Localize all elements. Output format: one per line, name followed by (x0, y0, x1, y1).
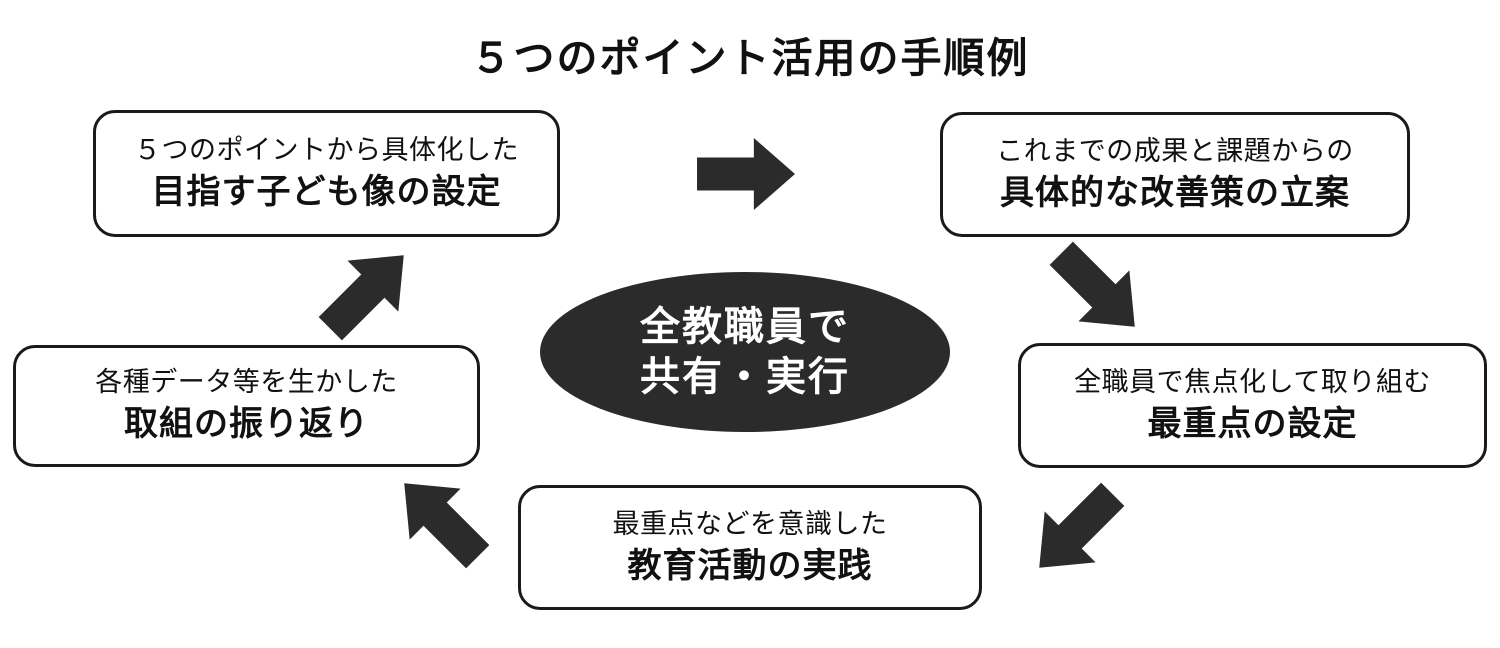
diagram-title: ５つのポイント活用の手順例 (470, 35, 1030, 81)
arrow-up-left-icon (379, 458, 503, 582)
step-title: 具体的な改善策の立案 (1000, 173, 1350, 212)
step-subtitle: 各種データ等を生かした (95, 367, 398, 398)
arrow-down-right-icon (1036, 228, 1160, 352)
center-line-1: 全教職員で (640, 305, 850, 349)
step-title: 目指す子ども像の設定 (151, 172, 502, 211)
step-subtitle: 全職員で焦点化して取り組む (1074, 366, 1431, 397)
step-box-top-priority: 全職員で焦点化して取り組む 最重点の設定 (1018, 343, 1487, 468)
step-title: 取組の振り返り (124, 405, 369, 444)
step-title: 最重点の設定 (1147, 404, 1358, 443)
step-box-education-practice: 最重点などを意識した 教育活動の実践 (518, 485, 982, 610)
step-subtitle: 最重点などを意識した (612, 508, 888, 539)
step-box-review: 各種データ等を生かした 取組の振り返り (13, 345, 480, 467)
center-line-2: 共有・実行 (640, 355, 850, 399)
arrow-right-icon (697, 138, 795, 210)
arrow-down-left-icon (1014, 469, 1138, 593)
step-box-goal-image: ５つのポイントから具体化した 目指す子ども像の設定 (93, 110, 560, 237)
step-subtitle: ５つのポイントから具体化した (134, 134, 519, 165)
center-ellipse-share-execute: 全教職員で 共有・実行 (540, 272, 950, 432)
arrow-up-right-icon (305, 230, 429, 354)
step-box-improvement-plan: これまでの成果と課題からの 具体的な改善策の立案 (940, 112, 1410, 237)
step-title: 教育活動の実践 (627, 546, 873, 585)
step-subtitle: これまでの成果と課題からの (996, 135, 1354, 166)
